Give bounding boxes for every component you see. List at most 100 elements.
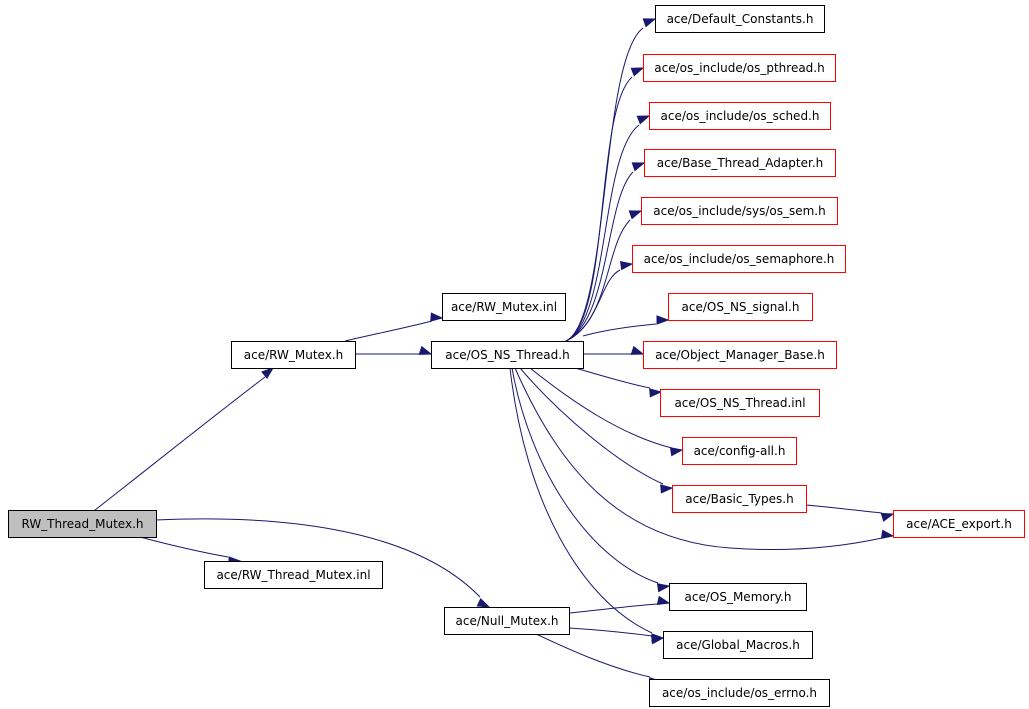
node-rw-mutex-h[interactable]: ace/RW_Mutex.h [231, 341, 356, 369]
node-os-ns-signal-h[interactable]: ace/OS_NS_signal.h [668, 293, 813, 321]
node-rw-mutex-inl[interactable]: ace/RW_Mutex.inl [442, 293, 566, 321]
node-base-thread-adapter-h[interactable]: ace/Base_Thread_Adapter.h [644, 149, 836, 177]
edge-os_ns_thread_h-to-os_sem_h [565, 210, 643, 342]
node-box [672, 485, 807, 513]
node-os-semaphore-h[interactable]: ace/os_include/os_semaphore.h [632, 245, 846, 273]
node-os-sem-h[interactable]: ace/os_include/sys/os_sem.h [641, 197, 838, 225]
edge-os_ns_thread_h-to-os_pthread_h [565, 67, 645, 342]
node-default-constants-h[interactable]: ace/Default_Constants.h [655, 5, 825, 33]
edge-line [565, 269, 621, 342]
node-label: ace/Global_Macros.h [676, 638, 800, 652]
node-global-macros-h[interactable]: ace/Global_Macros.h [663, 631, 813, 659]
node-os-ns-thread-h[interactable]: ace/OS_NS_Thread.h [431, 341, 584, 369]
node-box [643, 341, 837, 369]
edge-rw_thread_mutex_h-to-rw_mutex_h [94, 367, 275, 511]
node-os-sched-h[interactable]: ace/os_include/os_sched.h [649, 102, 831, 130]
edge-line [509, 367, 653, 634]
node-os-errno-h[interactable]: ace/os_include/os_errno.h [649, 679, 830, 707]
node-object-manager-base-h[interactable]: ace/Object_Manager_Base.h [643, 341, 837, 369]
node-box [668, 293, 813, 321]
arrowhead-icon [656, 583, 671, 593]
node-os-pthread-h[interactable]: ace/os_include/os_pthread.h [643, 54, 836, 82]
edge-line [565, 124, 640, 342]
edge-os_ns_thread_h-to-config_all_h [529, 367, 684, 457]
node-label: ace/RW_Mutex.h [244, 348, 343, 362]
arrowhead-icon [418, 345, 433, 355]
node-os-ns-thread-inl[interactable]: ace/OS_NS_Thread.inl [660, 389, 820, 417]
edge-line [582, 323, 657, 337]
edge-line [344, 320, 433, 342]
node-label: ace/OS_NS_Thread.inl [674, 396, 805, 410]
edge-null_mutex_h-to-os_memory_h [568, 595, 671, 614]
node-label: ace/Base_Thread_Adapter.h [657, 156, 823, 170]
edge-line [565, 219, 631, 342]
node-label: ace/config-all.h [694, 444, 786, 458]
edge-line [519, 367, 664, 485]
edge-line [568, 603, 658, 614]
node-label: ace/os_include/os_semaphore.h [644, 252, 835, 266]
node-config-all-h[interactable]: ace/config-all.h [682, 437, 797, 465]
edge-os_ns_thread_h-to-object_manager_base_h [583, 345, 645, 355]
edge-line [565, 76, 633, 342]
edge-line [139, 536, 229, 558]
node-box [431, 341, 584, 369]
edge-line [535, 633, 651, 678]
node-box [444, 607, 570, 635]
node-ace-export-h[interactable]: ace/ACE_export.h [893, 510, 1025, 538]
arrowhead-icon [619, 260, 634, 271]
edge-null_mutex_h-to-os_errno_h [535, 633, 663, 687]
node-label: ace/os_include/sys/os_sem.h [653, 204, 825, 218]
node-box [641, 197, 838, 225]
arrowhead-icon [628, 210, 643, 220]
edge-rw_mutex_h-to-os_ns_thread_h [355, 345, 433, 355]
edge-line [514, 367, 883, 551]
node-label: ace/OS_Memory.h [685, 590, 792, 604]
edge-line [565, 171, 634, 342]
node-box [644, 149, 836, 177]
node-box [649, 102, 831, 130]
arrowhead-icon [642, 18, 657, 28]
edge-line [94, 376, 266, 511]
node-box [231, 341, 356, 369]
arrowhead-icon [656, 315, 670, 325]
node-box [663, 631, 813, 659]
node-box [893, 510, 1025, 538]
edge-line [805, 504, 883, 514]
arrowhead-icon [430, 312, 444, 322]
arrowhead-icon [630, 67, 645, 77]
node-label: ace/RW_Mutex.inl [451, 300, 557, 314]
edge-os_ns_thread_h-to-base_thread_adapter_h [565, 162, 646, 342]
node-null-mutex-h[interactable]: ace/Null_Mutex.h [444, 607, 570, 635]
edge-os_ns_thread_h-to-os_semaphore_h [565, 260, 634, 342]
edge-basic_types_h-to-ace_export_h [805, 504, 895, 522]
arrowhead-icon [650, 635, 665, 645]
edge-os_ns_thread_h-to-basic_types_h [519, 367, 674, 494]
edge-line [155, 518, 481, 598]
edge-line [529, 367, 673, 449]
edge-line [565, 27, 644, 342]
edge-rw_thread_mutex_h-to-rw_thread_mutex_inl [139, 536, 242, 566]
node-os-memory-h[interactable]: ace/OS_Memory.h [669, 583, 807, 611]
node-box [655, 5, 825, 33]
edge-rw_thread_mutex_h-to-null_mutex_h [155, 518, 491, 608]
edge-line [511, 367, 659, 584]
edge-os_ns_thread_h-to-default_constants_h [565, 18, 657, 342]
node-label: ace/OS_NS_signal.h [682, 300, 800, 314]
node-label: ace/RW_Thread_Mutex.inl [216, 568, 370, 582]
arrowhead-icon [631, 162, 646, 172]
edge-null_mutex_h-to-global_macros_h [568, 627, 665, 645]
node-rw-thread-mutex-inl[interactable]: ace/RW_Thread_Mutex.inl [204, 561, 383, 589]
node-label: ace/os_include/os_sched.h [661, 109, 820, 123]
node-basic-types-h[interactable]: ace/Basic_Types.h [672, 485, 807, 513]
node-label: ace/os_include/os_errno.h [662, 686, 817, 700]
node-box [669, 583, 807, 611]
arrowhead-icon [476, 597, 491, 608]
node-box [660, 389, 820, 417]
nodes-layer: RW_Thread_Mutex.h ace/RW_Mutex.h ace/RW_Th… [8, 5, 1025, 707]
node-box [204, 561, 383, 589]
edge-os_ns_thread_h-to-ace_export_h [514, 367, 895, 551]
node-label: RW_Thread_Mutex.h [21, 517, 143, 531]
node-label: ace/os_include/os_pthread.h [654, 61, 824, 75]
arrowhead-icon [669, 447, 684, 457]
